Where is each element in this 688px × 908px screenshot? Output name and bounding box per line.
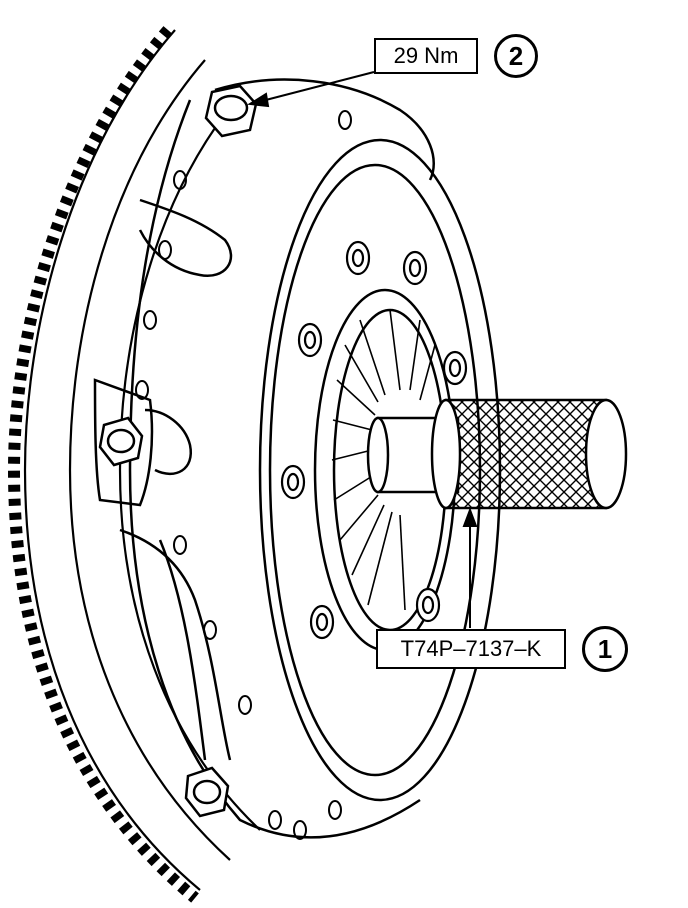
- bolt-left: [98, 416, 144, 467]
- torque-leader: [247, 71, 375, 108]
- bolt-bottom: [184, 766, 230, 818]
- tool-part-number-label: T74P–7137–K: [376, 629, 566, 669]
- diaphragm-fingers: [331, 309, 436, 611]
- bolt-top: [204, 84, 258, 138]
- callout-number-2: 2: [494, 34, 538, 78]
- disc-tabs: [280, 240, 468, 640]
- tool-leader: [462, 507, 478, 628]
- torque-spec-label: 29 Nm: [374, 38, 478, 74]
- pressure-plate-cover: [93, 78, 435, 839]
- callout-number-1: 1: [582, 626, 628, 672]
- cover-rivets: [135, 110, 352, 840]
- ring-gear: [7, 26, 261, 903]
- alignment-tool: [366, 398, 628, 510]
